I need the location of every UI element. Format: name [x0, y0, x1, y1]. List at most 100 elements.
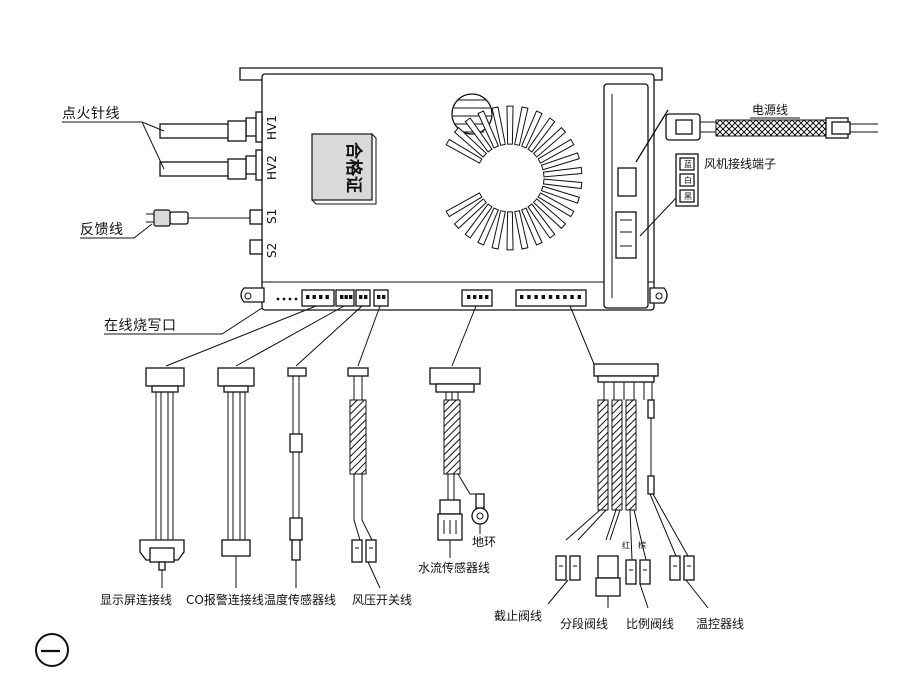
heatsink-fin — [520, 207, 543, 246]
valve-harness — [547, 363, 709, 609]
heatsink-fin — [464, 203, 493, 239]
connector-pin — [485, 295, 489, 299]
heatsink-fin — [532, 126, 567, 158]
connector-pin — [520, 295, 524, 299]
fan-terminal-label: 风机接线端子 — [704, 156, 776, 171]
heatsink-fin — [464, 117, 493, 153]
heatsink-fin — [491, 106, 506, 146]
co-alarm-wire-label: CO报警连接线 — [186, 592, 264, 607]
burn-port-leader — [104, 307, 263, 335]
heatsink-fin — [445, 192, 483, 218]
fan-terminal-color-3: 黑 — [684, 192, 692, 201]
valve-mark-red: 红 — [622, 540, 630, 550]
heatsink-fin — [537, 192, 575, 218]
port-label-s2: S2 — [265, 243, 279, 258]
bottom-connectors — [276, 289, 587, 307]
ignition-wire-label: 点火针线 — [62, 106, 120, 122]
heatsink-fin — [532, 198, 567, 230]
display-connector — [301, 289, 335, 307]
connector-pin — [359, 295, 363, 299]
online-burn-port-label: 在线烧写口 — [104, 318, 177, 334]
connector-pin — [577, 295, 581, 299]
connector-pin — [319, 295, 323, 299]
connector-pin — [541, 295, 545, 299]
feedback-wire — [80, 209, 250, 239]
segment-valve-wire-label: 分段阀线 — [560, 616, 608, 631]
connector-pin — [563, 295, 567, 299]
heatsink-fin — [540, 152, 580, 171]
pressure-connector — [373, 289, 389, 307]
connector-pin — [377, 295, 381, 299]
certificate-text: 合格证 — [343, 142, 364, 193]
hv2-socket — [245, 149, 263, 181]
proportional-valve-wire-label: 比例阀线 — [626, 617, 674, 631]
certificate-label — [311, 133, 373, 201]
burn-port-dots — [276, 297, 298, 301]
heatsink-fin — [540, 185, 580, 204]
connector-pin — [556, 295, 560, 299]
s1-socket — [249, 209, 263, 225]
connector-pin — [473, 295, 477, 299]
connector-pin — [349, 295, 353, 299]
heatsink-fin — [445, 138, 483, 164]
fan-hub — [480, 148, 540, 208]
connector-pin — [479, 295, 483, 299]
connector-pin — [534, 295, 538, 299]
connector-pin — [548, 295, 553, 299]
port-label-hv2: HV2 — [265, 155, 279, 180]
port-label-s1: S1 — [265, 209, 279, 224]
flow-connector — [461, 289, 493, 307]
valve-mark-brown: 棕 — [638, 540, 646, 550]
fan-heatsink — [445, 93, 583, 251]
air-pressure-harness — [347, 367, 381, 589]
heatsink-fin — [520, 110, 543, 149]
air-pressure-switch-wire-label: 风压开关线 — [352, 593, 412, 607]
ground-ring-label: 地环 — [472, 535, 496, 549]
heatsink-fin — [527, 203, 556, 239]
fan-terminal-block: 蓝 白 黑 — [639, 153, 699, 237]
heatsink-fin — [453, 126, 488, 158]
heatsink-fin — [506, 211, 514, 251]
control-board: 合格证 HV1 HV2 S1 S2 — [239, 67, 668, 311]
s2-socket — [249, 239, 263, 255]
co-alarm-harness — [217, 367, 255, 588]
page-number-badge: 一 — [35, 633, 69, 667]
fan-terminal-color-2: 白 — [684, 175, 692, 185]
harness-leaders — [165, 305, 595, 367]
connector-pin — [312, 295, 316, 299]
heatsink-fin — [506, 105, 514, 145]
port-label-hv1: HV1 — [265, 115, 279, 140]
power-cable — [635, 109, 878, 163]
connector-pin — [344, 295, 348, 299]
heatsink-fin — [527, 117, 556, 153]
power-wire-label: 电源线 — [752, 103, 788, 117]
connector-pin — [467, 295, 471, 299]
fan-terminal-color-1: 蓝 — [684, 159, 692, 169]
display-harness — [139, 367, 185, 588]
connector-pin — [364, 295, 368, 299]
connector-pin — [570, 295, 574, 299]
hv1-socket — [245, 111, 263, 143]
heatsink-fin — [453, 198, 488, 230]
connector-pin — [306, 295, 310, 299]
water-flow-sensor-wire-label: 水流传感器线 — [418, 560, 490, 575]
heatsink-fin — [491, 210, 506, 250]
connector-pin — [382, 295, 386, 299]
temp-sensor-wire-label: 温度传感器线 — [264, 592, 336, 607]
heatsink-fin — [514, 106, 529, 146]
connector-pin — [325, 295, 329, 299]
temp-connector — [355, 289, 371, 307]
heatsink-fin — [477, 207, 500, 246]
shutoff-valve-wire-label: 截止阀线 — [494, 609, 542, 623]
ignition-wires — [62, 120, 247, 180]
heatsink-fin — [542, 178, 583, 190]
heatsink-fin — [542, 166, 583, 178]
connector-pin — [527, 295, 531, 299]
thermostat-wire-label: 温控器线 — [696, 617, 744, 631]
heatsink-fin — [537, 138, 575, 164]
water-flow-harness — [429, 367, 489, 558]
connector-pin — [340, 295, 344, 299]
temp-sensor-harness — [287, 367, 307, 588]
heatsink-fin — [514, 210, 529, 250]
